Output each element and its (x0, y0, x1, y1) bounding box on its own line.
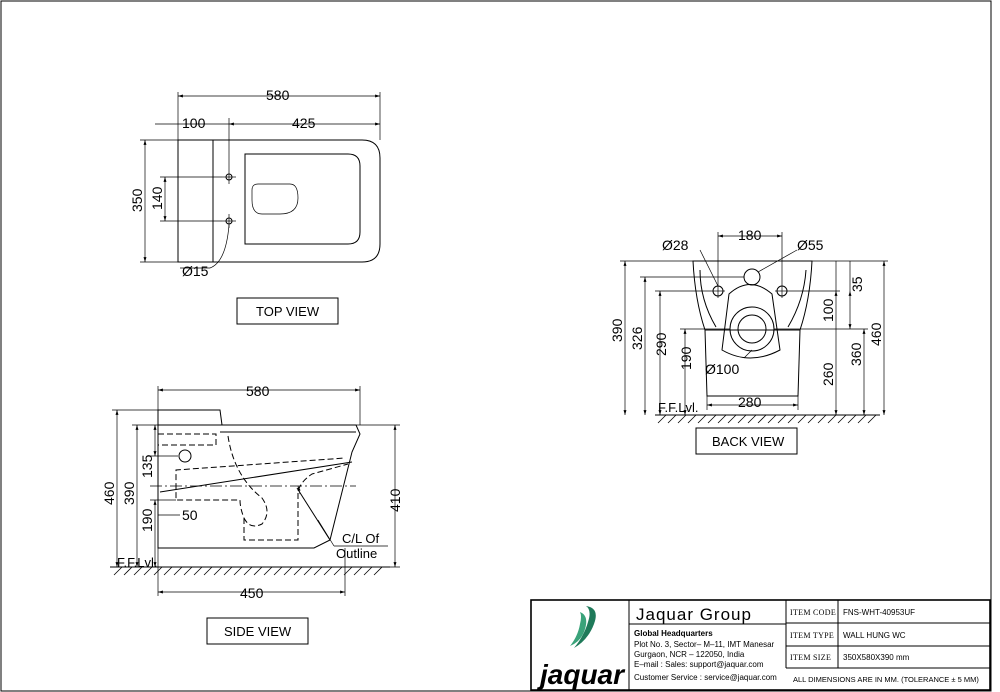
item-code-label: ITEM CODE (790, 608, 836, 617)
item-type-label: ITEM TYPE (790, 631, 834, 640)
back-base-width: 280 (738, 394, 762, 410)
back-outlet-dia: Ø100 (705, 361, 739, 377)
back-view (620, 232, 888, 424)
item-size-value: 350X580X390 mm (843, 653, 910, 662)
jaquar-logo: jaquar (536, 606, 626, 690)
top-overall-length: 580 (266, 87, 290, 103)
service-email: Customer Service : service@jaquar.com (634, 673, 777, 682)
top-hole-spacing: 140 (149, 186, 165, 210)
hq-title: Global Headquarters (634, 629, 713, 638)
side-inlet-offset: 135 (139, 454, 155, 478)
back-height-460: 460 (868, 322, 884, 346)
back-height-360: 360 (848, 342, 864, 366)
top-offset: 100 (182, 115, 206, 131)
side-view (110, 386, 400, 596)
back-inlet-dia: Ø55 (797, 237, 824, 253)
side-outlet-height: 190 (139, 508, 155, 532)
top-rear-length: 425 (292, 115, 316, 131)
item-code-value: FNS-WHT-40953UF (843, 608, 915, 617)
side-front-height: 410 (387, 488, 403, 512)
address-line-2: Gurgaon, NCR – 122050, India (634, 650, 745, 659)
side-centerline-label2: Outline (336, 546, 377, 561)
address-line-1: Plot No. 3, Sector– M–11, IMT Manesar (634, 640, 775, 649)
side-seat-height: 390 (121, 481, 137, 505)
back-bolt-dia: Ø28 (662, 237, 689, 253)
top-view (140, 92, 381, 269)
top-view-title-box (236, 297, 339, 325)
back-height-290: 290 (653, 332, 669, 356)
back-bolt-spacing: 180 (738, 227, 762, 243)
title-block (530, 599, 991, 691)
side-centerline-label: C/L Of (342, 531, 379, 546)
back-floor-label: F.F.Lvl. (658, 400, 698, 415)
sales-email: E–mail : Sales: support@jaquar.com (634, 660, 764, 669)
back-height-190: 190 (678, 346, 694, 370)
side-length: 580 (246, 383, 270, 399)
side-view-title-box (206, 617, 309, 645)
side-view-title: SIDE VIEW (224, 624, 292, 639)
side-outlet-offset: 50 (182, 507, 198, 523)
tolerance-note: ALL DIMENSIONS ARE IN MM. (TOLERANCE ± 5… (793, 675, 979, 684)
side-base-length: 450 (240, 585, 264, 601)
top-hole-dia: Ø15 (182, 263, 209, 279)
side-floor-label: F.F.Lvl. (117, 555, 157, 570)
back-height-260: 260 (820, 362, 836, 386)
top-width: 350 (129, 188, 145, 212)
back-view-title-box (695, 427, 798, 455)
logo-wordmark: jaquar (536, 659, 626, 690)
back-height-326: 326 (629, 326, 645, 350)
back-height-390: 390 (609, 318, 625, 342)
back-drop-100: 100 (820, 298, 836, 322)
item-size-label: ITEM SIZE (790, 653, 831, 662)
company-name: Jaquar Group (636, 605, 752, 624)
item-type-value: WALL HUNG WC (843, 631, 906, 640)
back-drop-35: 35 (849, 276, 865, 292)
side-overall-height: 460 (101, 481, 117, 505)
top-view-title: TOP VIEW (256, 304, 320, 319)
back-view-title: BACK VIEW (712, 434, 785, 449)
